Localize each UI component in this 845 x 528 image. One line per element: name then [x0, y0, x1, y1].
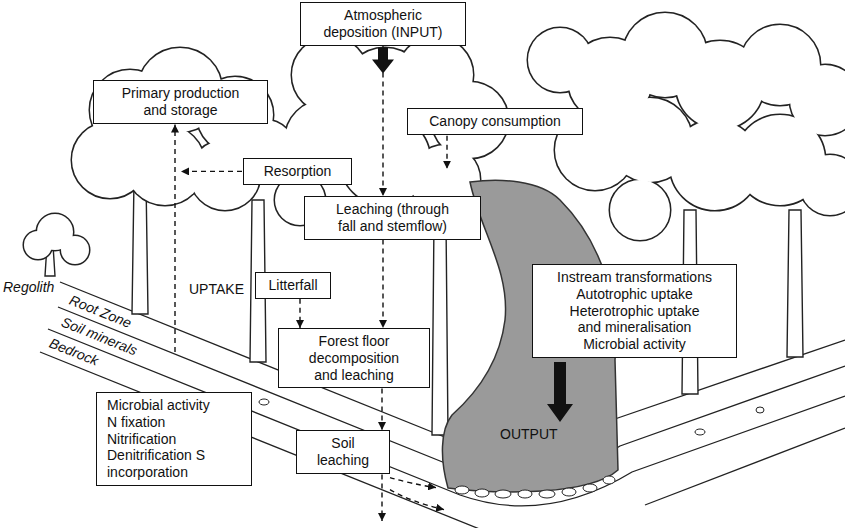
box-text: Autotrophic uptake Heterotrophic uptake … [565, 286, 705, 353]
resorption-arrow [181, 171, 242, 172]
tree-trunk [787, 210, 803, 357]
flow-label: OUTPUT [500, 426, 558, 443]
process-box: Canopy consumption [407, 108, 583, 135]
pebble [756, 407, 764, 413]
box-text: Canopy consumption [415, 113, 575, 130]
uptake-arrow [174, 125, 175, 352]
stream-stones [455, 476, 615, 498]
box-text: Instream transformations [540, 269, 729, 286]
box-text: Leaching (through fall and stemflow) [312, 201, 473, 235]
input-box: Atmospheric deposition (INPUT) [300, 2, 466, 46]
box-text: Microbial activity N fixation Nitrificat… [107, 397, 211, 481]
process-box: Leaching (through fall and stemflow) [304, 196, 481, 240]
tree-trunk [432, 220, 448, 435]
process-box: Litterfall [255, 272, 331, 299]
process-box: Microbial activity N fixation Nitrificat… [96, 392, 252, 486]
stone [603, 476, 615, 484]
box-text: Litterfall [263, 277, 323, 294]
process-box: Resorption [243, 158, 352, 185]
stone [562, 488, 576, 496]
drainage-arrow [381, 475, 382, 521]
stone [583, 484, 597, 492]
canopy-outline [24, 13, 845, 264]
canopy-fill [24, 13, 845, 264]
stone [475, 489, 489, 497]
seepage-arrow [390, 478, 436, 488]
stone [495, 490, 511, 498]
stone [518, 490, 532, 498]
output-arrow [547, 362, 573, 422]
stone [455, 486, 469, 494]
box-text: Soil leaching [304, 435, 382, 469]
process-box: Primary production and storage [93, 80, 268, 124]
pebble [259, 399, 269, 405]
flow-arrow [382, 240, 383, 328]
flow-arrow [382, 46, 383, 196]
canopy-arrow [446, 136, 447, 169]
flow-arrow [381, 388, 382, 430]
flow-label: UPTAKE [189, 281, 244, 298]
layer-label: Regolith [3, 279, 54, 296]
box-text: Forest floor decomposition and leaching [286, 333, 422, 383]
flow-arrow [299, 299, 300, 328]
process-box: Soil leaching [296, 430, 390, 474]
process-box: Forest floor decomposition and leaching [278, 328, 430, 388]
layer-line [645, 428, 845, 505]
pebble [695, 429, 705, 435]
box-text: Atmospheric deposition (INPUT) [308, 7, 458, 41]
process-box: Instream transformationsAutotrophic upta… [532, 264, 737, 358]
box-text: Resorption [251, 163, 344, 180]
box-text: Primary production and storage [101, 85, 260, 119]
stone [539, 490, 555, 498]
input-arrow [372, 48, 394, 74]
seepage-arrow [390, 490, 444, 510]
